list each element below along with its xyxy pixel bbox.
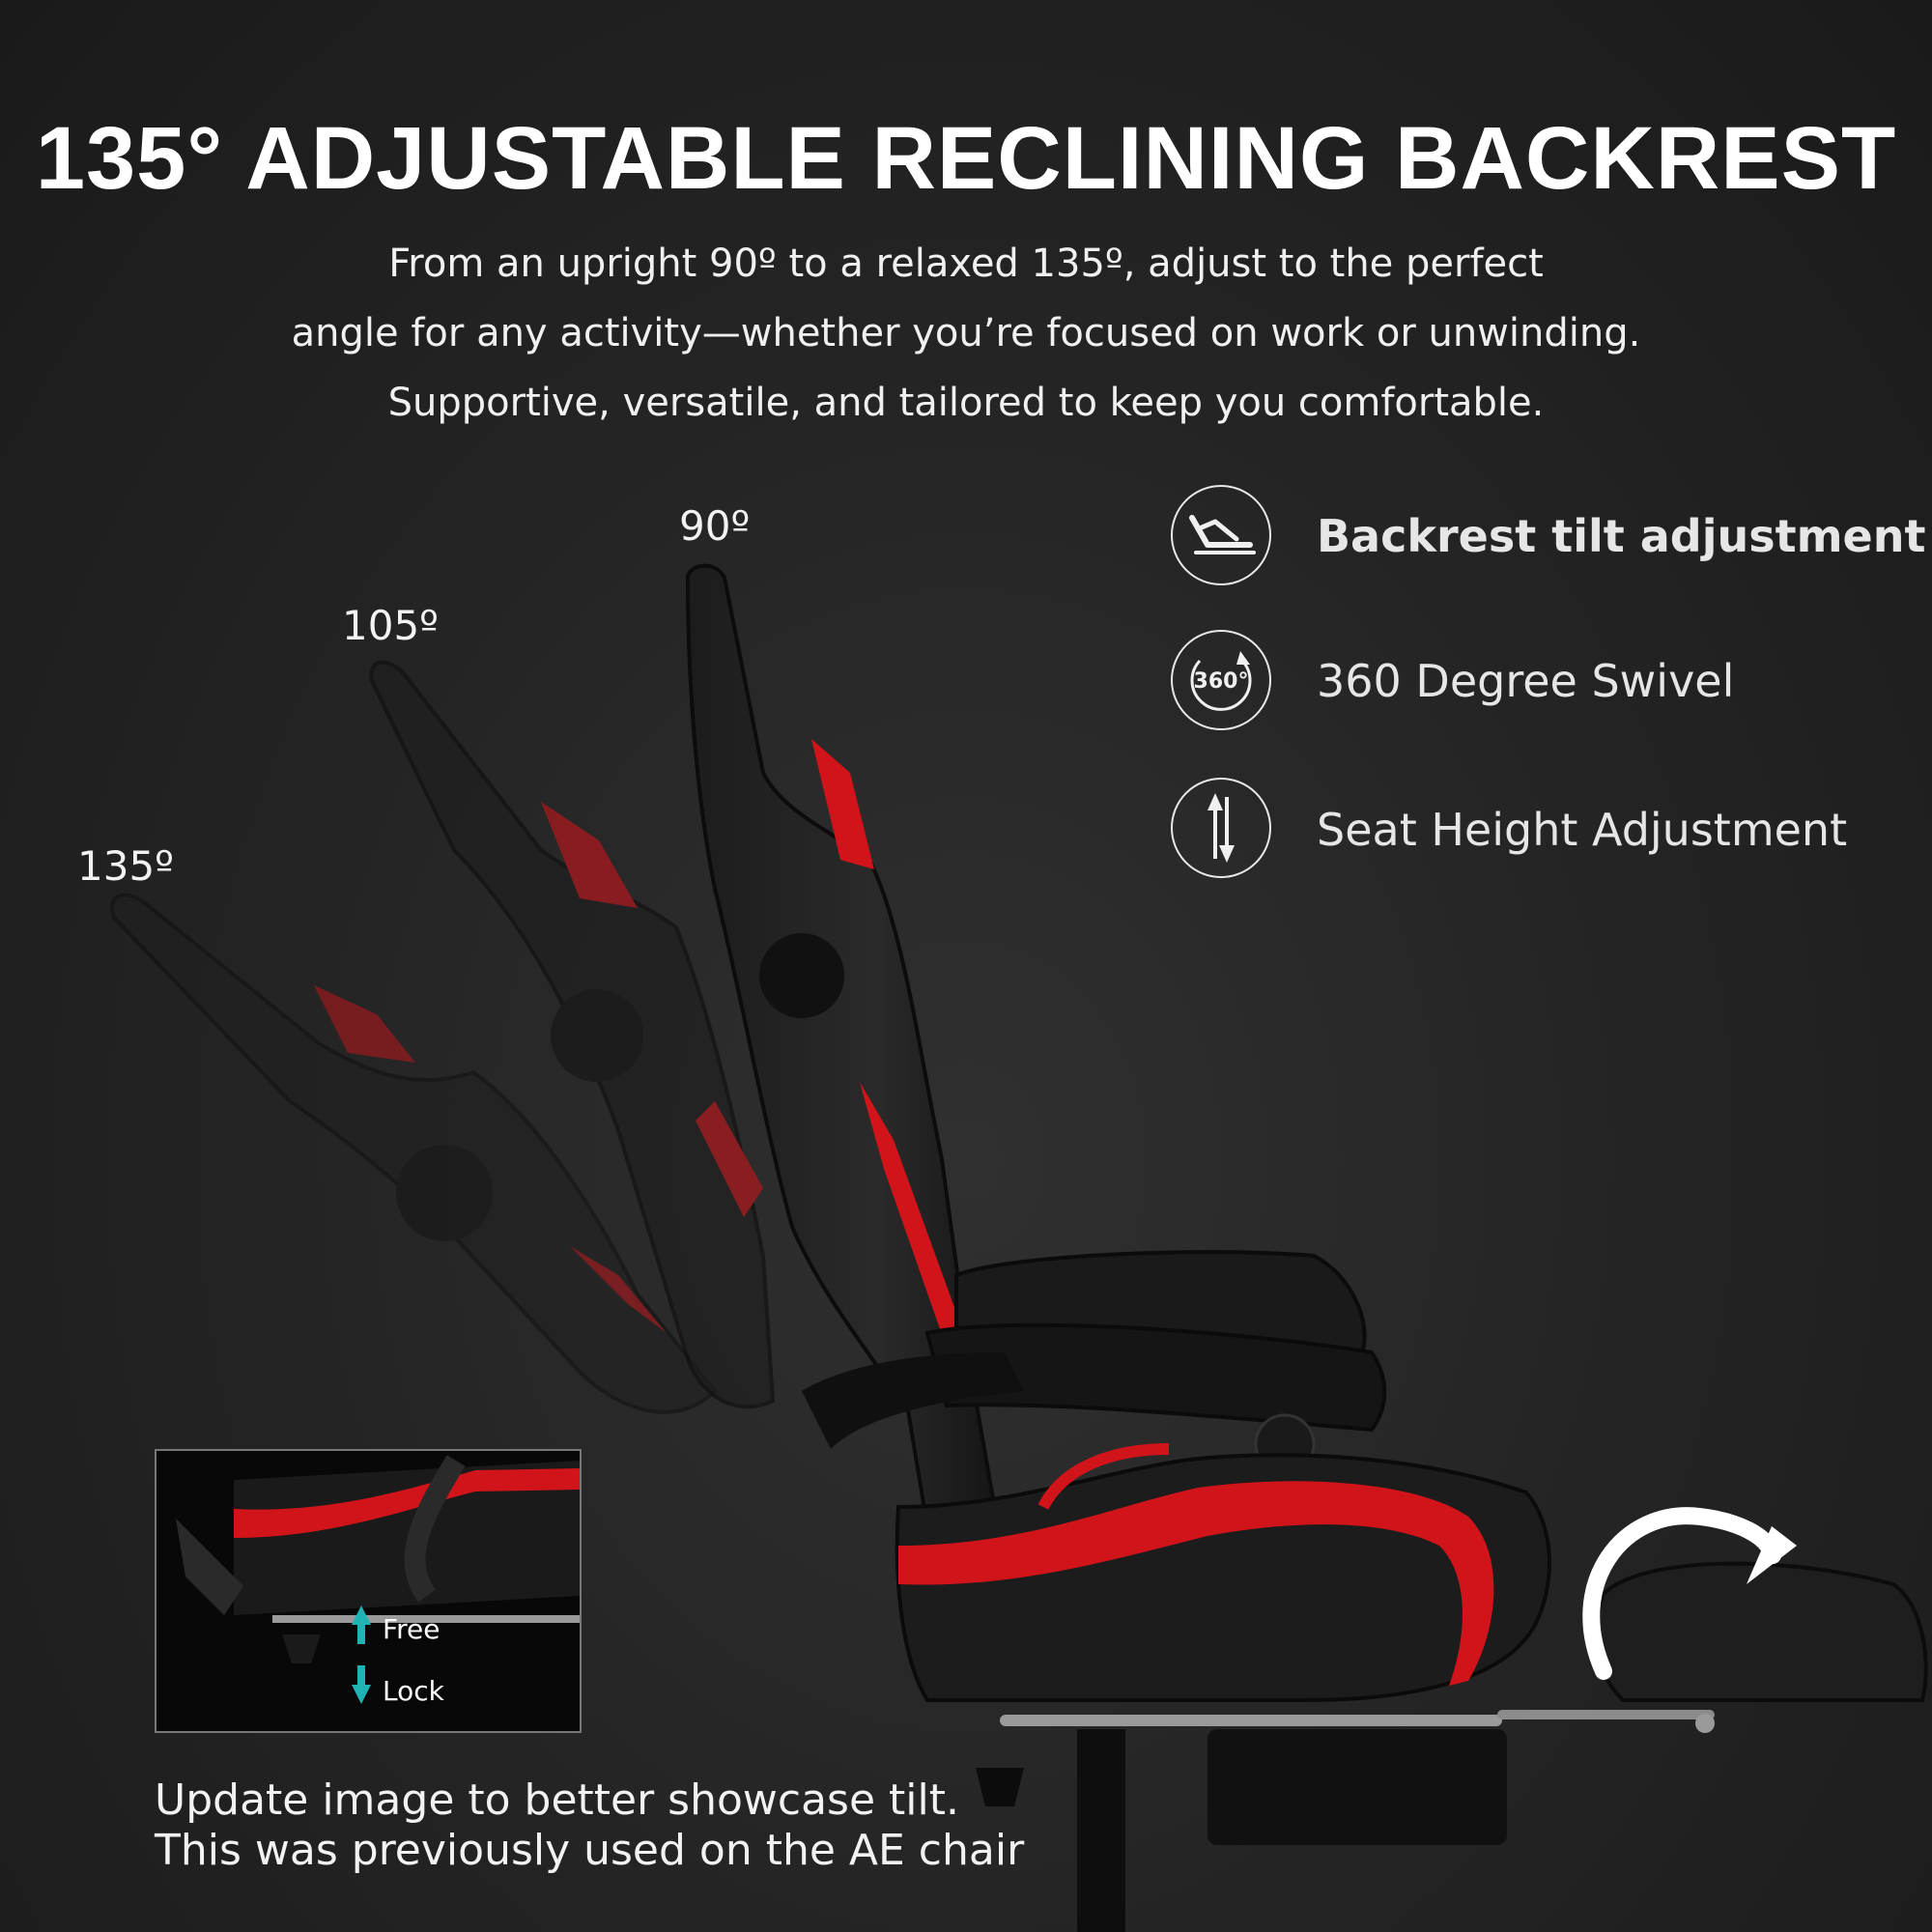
description-line-3: Supportive, versatile, and tailored to k… <box>387 381 1545 425</box>
headline: 135° ADJUSTABLE RECLINING BACKREST <box>35 109 1897 208</box>
angle-label-90: 90º <box>679 502 751 550</box>
description-line-1: From an upright 90º to a relaxed 135º, a… <box>388 242 1544 286</box>
footrest <box>1497 1561 1928 1733</box>
backrest-ghost-135 <box>110 893 718 1414</box>
lever-detail-inset: Free Lock <box>155 1449 582 1733</box>
chair-base <box>976 1715 1507 1932</box>
backrest-tilt-icon <box>1171 485 1271 585</box>
angle-label-105: 105º <box>342 602 439 649</box>
footrest-rotate-arrowhead-icon <box>1747 1526 1797 1584</box>
inset-label-lock: Lock <box>383 1675 444 1707</box>
height-adjust-icon <box>1171 778 1271 878</box>
description-line-2: angle for any activity—whether you’re fo… <box>291 311 1641 355</box>
note-line-2: This was previously used on the AE chair <box>155 1826 1025 1875</box>
angle-label-135: 135º <box>77 842 174 890</box>
swivel-360-icon: 360° <box>1171 630 1271 730</box>
backrest-ghost-105 <box>369 660 776 1409</box>
lock-arrow-icon <box>352 1685 371 1704</box>
swivel-360-icon-text: 360° <box>1194 669 1249 694</box>
inset-label-free: Free <box>383 1613 440 1645</box>
footrest-rotate-arrow-icon <box>1582 1507 1781 1680</box>
feature-label-backrest-tilt: Backrest tilt adjustment <box>1317 510 1926 562</box>
feature-label-swivel: 360 Degree Swivel <box>1317 655 1735 707</box>
seat-cushion <box>895 1443 1551 1702</box>
note-line-1: Update image to better showcase tilt. <box>155 1776 959 1825</box>
feature-label-seat-height: Seat Height Adjustment <box>1317 804 1848 856</box>
armrest <box>802 1250 1387 1475</box>
free-arrow-icon <box>352 1605 371 1625</box>
